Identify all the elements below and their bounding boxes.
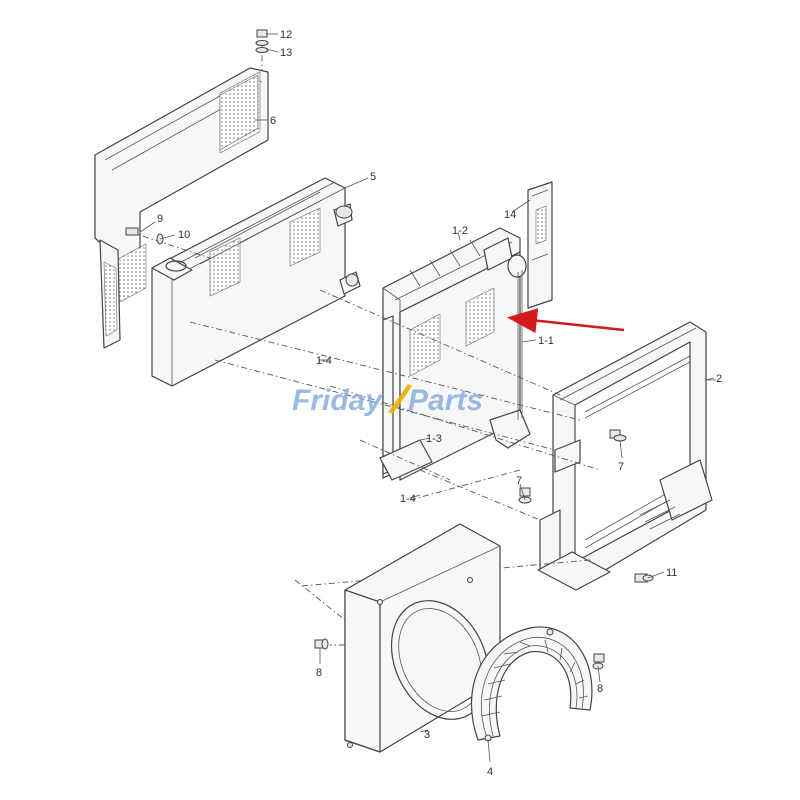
- callout-8-right: 8: [597, 683, 603, 695]
- callout-11: 11: [666, 567, 677, 579]
- bolt-9-10-assembly: [125, 227, 211, 259]
- seal-strip-part-14: [527, 181, 553, 309]
- callout-1-4-lower: 1-4: [400, 493, 416, 505]
- callout-8-left: 8: [316, 667, 322, 679]
- radiator-frame-part-2: [537, 321, 716, 591]
- callout-9: 9: [157, 213, 163, 225]
- callout-10: 10: [178, 229, 190, 241]
- radiator-core-part-1: [379, 227, 531, 481]
- callout-4: 4: [487, 766, 493, 778]
- watermark-swoosh-icon: [388, 384, 412, 414]
- bolt-8-left: [314, 638, 329, 650]
- callout-7-center: 7: [516, 475, 522, 487]
- callout-labels: 12 13 6 5 9 10 14 1-2 1-1 1-4 1-3 1-4 2 …: [157, 29, 722, 778]
- callout-2: 2: [716, 373, 722, 385]
- callout-1-2: 1-2: [452, 225, 468, 237]
- bolt-7-center: [518, 487, 532, 504]
- fan-guard-part-4: [470, 626, 593, 742]
- shroud-cover-part-6: [94, 67, 269, 349]
- watermark-friday-text: Friday: [292, 384, 383, 417]
- cooler-assembly-part-5: [151, 177, 361, 387]
- bolt-12-13-assembly: [255, 29, 269, 70]
- callout-7-right: 7: [618, 461, 624, 473]
- callout-3: 3: [424, 729, 430, 741]
- bolt-8-right: [592, 653, 605, 670]
- bolt-11: [634, 573, 654, 583]
- callout-1-4-upper: 1-4: [316, 355, 332, 367]
- watermark-parts-text: Parts: [408, 384, 483, 417]
- leader-lines: [139, 33, 715, 763]
- red-arrow-indicator: [507, 308, 625, 334]
- callout-14: 14: [504, 209, 516, 221]
- fan-shroud-part-3: [344, 523, 501, 753]
- callout-12: 12: [280, 29, 292, 41]
- fridayparts-watermark-logo: Friday Parts: [292, 384, 483, 417]
- callout-13: 13: [280, 47, 292, 59]
- callout-1-3: 1-3: [426, 433, 442, 445]
- callout-1-1: 1-1: [538, 335, 554, 347]
- callout-5: 5: [370, 171, 376, 183]
- callout-6: 6: [270, 115, 276, 127]
